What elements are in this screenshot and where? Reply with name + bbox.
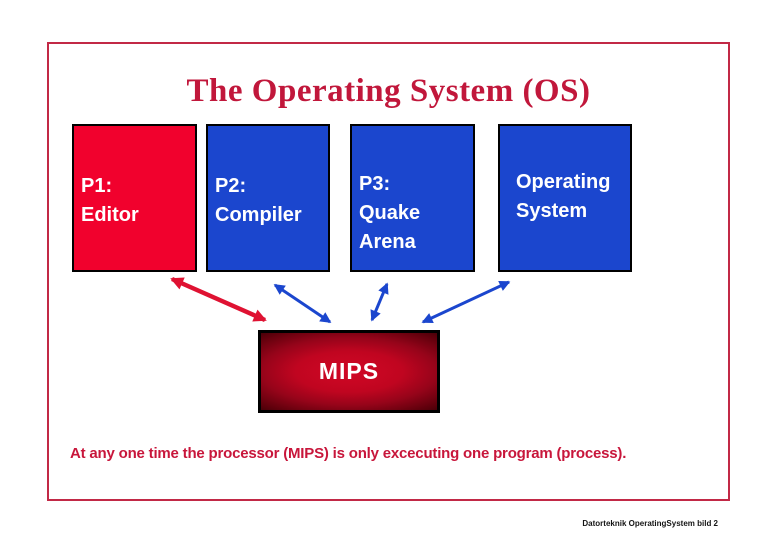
- process-box-p2-line2: Compiler: [215, 204, 302, 226]
- slide-title: The Operating System (OS): [186, 73, 591, 109]
- operating-system-box-line2: System: [516, 200, 588, 222]
- process-box-p3-line3: Arena: [359, 231, 416, 253]
- process-box-p2-line1: P2:: [215, 175, 247, 197]
- mips-processor-label: MIPS: [318, 358, 380, 384]
- process-box-p1-line1: P1:: [81, 175, 113, 197]
- footer-slide-info: Datorteknik OperatingSystem bild 2: [582, 519, 718, 528]
- operating-system-box-line1: Operating: [516, 171, 611, 193]
- process-box-p3-line2: Quake: [359, 202, 421, 224]
- process-box-p1-line2: Editor: [81, 204, 139, 226]
- process-box-p3-line1: P3:: [359, 173, 391, 195]
- slide-border-frame: [47, 42, 730, 501]
- mips-processor-box: MIPS: [258, 330, 440, 413]
- process-box-p3: P3: Quake Arena: [350, 124, 475, 272]
- slide-caption: At any one time the processor (MIPS) is …: [70, 445, 627, 462]
- operating-system-box: Operating System: [498, 124, 632, 272]
- process-box-p1: P1: Editor: [72, 124, 197, 272]
- process-box-p2: P2: Compiler: [206, 124, 330, 272]
